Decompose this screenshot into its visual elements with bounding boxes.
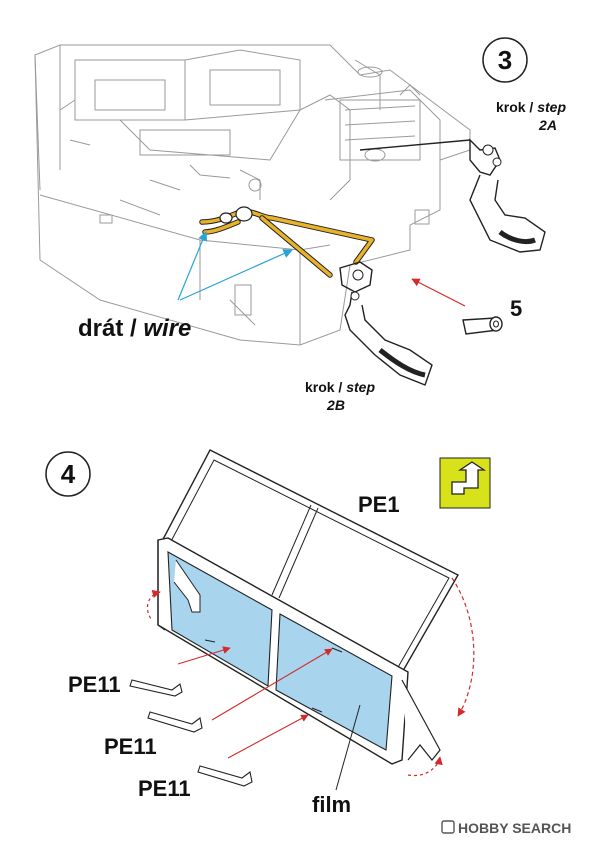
pe11-part-1	[129, 646, 231, 697]
pe11-label-2: PE11	[104, 734, 157, 759]
watermark-text: HOBBY SEARCH	[458, 820, 571, 836]
fold-arrow-icon	[439, 457, 491, 509]
pe11-part-2	[147, 648, 333, 733]
pe1-label: PE1	[358, 492, 400, 517]
step-2a-id: 2A	[538, 117, 557, 133]
step-4-section: 4	[45, 449, 491, 817]
part-5-arrow	[411, 278, 466, 307]
pe11-label-3: PE11	[138, 776, 191, 801]
film-label: film	[312, 792, 351, 817]
wire-part	[199, 206, 375, 278]
step-3-section: 3	[34, 37, 566, 413]
step-2b-id: 2B	[326, 397, 345, 413]
watermark: HOBBY SEARCH	[441, 820, 571, 836]
wire-label: drát / wire	[78, 315, 191, 342]
wire-leader-lines	[177, 231, 293, 301]
hull-drawing	[34, 44, 471, 346]
pe11-part-3	[197, 714, 309, 787]
step-3-badge: 3	[482, 37, 528, 83]
lower-frame	[157, 537, 441, 765]
fold-indicators	[146, 577, 475, 777]
step-2a-label: krok / step	[496, 99, 566, 115]
pe11-label-1: PE11	[68, 672, 121, 697]
step-3-number: 3	[498, 45, 512, 75]
bracket-2a	[359, 138, 546, 253]
film-leader-line	[335, 704, 361, 791]
film-pane-right	[275, 613, 393, 751]
bracket-2b	[339, 261, 433, 386]
part-5-eyebolt: 5	[411, 278, 522, 335]
step-2b-label: krok / step	[305, 379, 375, 395]
step-4-badge: 4	[45, 451, 91, 497]
part-5-label: 5	[510, 296, 522, 321]
step-4-number: 4	[61, 459, 76, 489]
